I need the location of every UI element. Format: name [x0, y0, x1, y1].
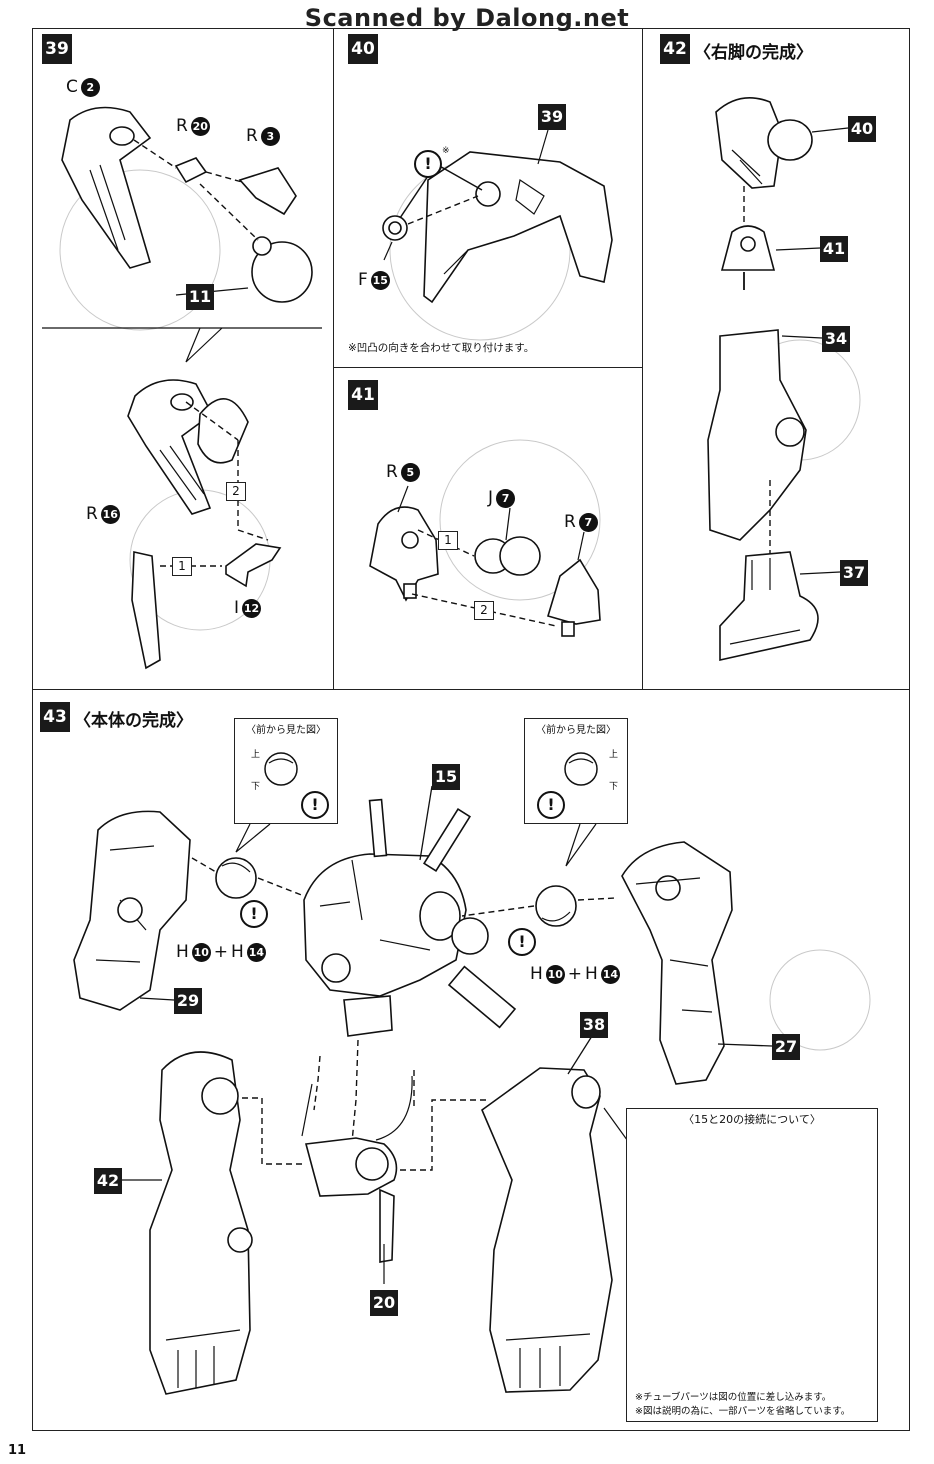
step-40-number: 40: [348, 34, 378, 64]
connection-note-1: ※チューブパーツは図の位置に差し込みます。: [635, 1392, 832, 1403]
page-number: 11: [8, 1443, 27, 1458]
callout-15: 15: [432, 764, 460, 790]
front-view-inset-left: 〈前から見た図〉 上 下 !: [234, 718, 338, 824]
connection-title: 〈15と20の接続について〉: [683, 1113, 821, 1126]
step-42-title: 〈右脚の完成〉: [694, 43, 813, 63]
step-40-note: ※凹凸の向きを合わせて取り付けます。: [348, 342, 535, 354]
order-2: 2: [474, 601, 494, 620]
warning-icon: !: [508, 928, 536, 956]
label-down: 下: [251, 782, 261, 792]
panel-step-43: [32, 689, 910, 1431]
note-mark: ※: [442, 146, 450, 156]
warning-icon: !: [240, 900, 268, 928]
callout-29: 29: [174, 988, 202, 1014]
order-1: 1: [172, 557, 192, 576]
label-down: 下: [609, 782, 619, 792]
step-42-number: 42: [660, 34, 690, 64]
callout-37: 37: [840, 560, 868, 586]
callout-11: 11: [186, 284, 214, 310]
callout-39: 39: [538, 104, 566, 130]
order-2: 2: [226, 482, 246, 501]
connection-note-2: ※図は説明の為に、一部パーツを省略しています。: [635, 1406, 851, 1417]
warning-icon: !: [537, 791, 565, 819]
callout-34: 34: [822, 326, 850, 352]
front-view-inset-right: 〈前から見た図〉 上 下 !: [524, 718, 628, 824]
panel-step-40: [333, 28, 643, 368]
step-41-number: 41: [348, 380, 378, 410]
label-up: 上: [609, 750, 619, 760]
scan-watermark: Scanned by Dalong.net: [304, 4, 630, 32]
label-up: 上: [251, 750, 261, 760]
front-view-title: 〈前から見た図〉: [246, 725, 326, 736]
step-43-number: 43: [40, 702, 70, 732]
front-view-ball-left: [264, 752, 298, 786]
order-1: 1: [438, 531, 458, 550]
callout-27: 27: [772, 1034, 800, 1060]
warning-icon: !: [414, 150, 442, 178]
callout-20: 20: [370, 1290, 398, 1316]
callout-40: 40: [848, 116, 876, 142]
callout-41: 41: [820, 236, 848, 262]
warning-icon: !: [301, 791, 329, 819]
connection-inset: 〈15と20の接続について〉 ※チューブパーツは図の位置に差し込みます。 ※図は…: [626, 1108, 878, 1422]
front-view-ball-right: [564, 752, 598, 786]
callout-42: 42: [94, 1168, 122, 1194]
step-43-title: 〈本体の完成〉: [74, 711, 193, 731]
step-39-number: 39: [42, 34, 72, 64]
front-view-title: 〈前から見た図〉: [536, 725, 616, 736]
callout-38: 38: [580, 1012, 608, 1038]
